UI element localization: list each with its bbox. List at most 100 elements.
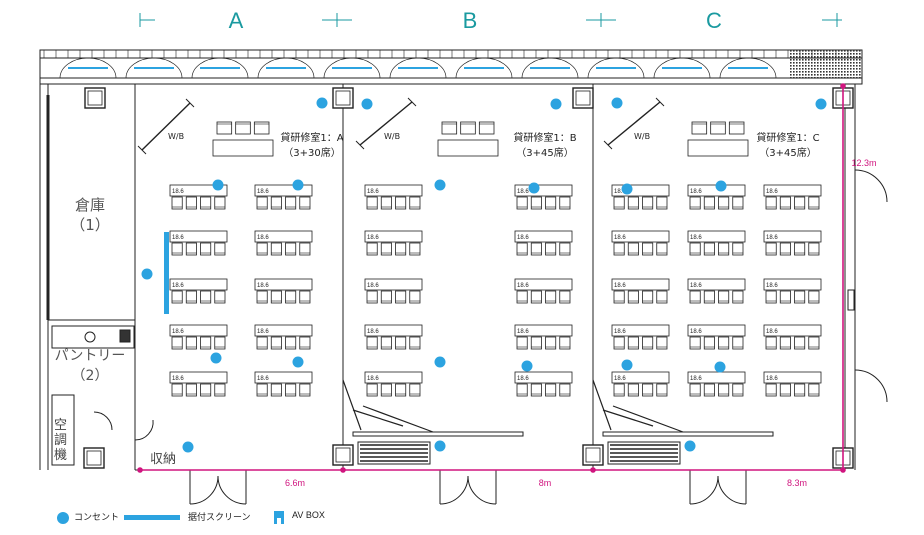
hatch-dot (832, 71, 834, 73)
desk-code: 18.6 (367, 376, 379, 382)
hatch-dot (790, 65, 792, 67)
desk-code: 18.6 (690, 283, 702, 289)
chair (559, 196, 571, 210)
hatch-dot (856, 74, 858, 76)
room-a-label: 貸研修室1：A（3+30席） (280, 133, 344, 159)
hatch-dot (841, 68, 843, 70)
chair (171, 290, 183, 304)
structural-column (84, 87, 106, 109)
hatch-dot (808, 68, 810, 70)
hatch-dot (832, 50, 834, 52)
chair (656, 383, 668, 397)
desk (254, 184, 313, 197)
desk (364, 184, 423, 197)
chair (530, 336, 542, 350)
hatch-dot (820, 71, 822, 73)
chair (545, 336, 557, 350)
dimension-depth: 12.3m (851, 158, 877, 168)
chair (703, 336, 715, 350)
chair (559, 290, 571, 304)
hatch-dot (802, 62, 804, 64)
hatch-dot (829, 77, 831, 79)
hatch-dot (808, 77, 810, 79)
chair (689, 290, 701, 304)
chair (171, 196, 183, 210)
hatch-dot (835, 59, 837, 61)
chair (703, 242, 715, 256)
desk-code: 18.6 (367, 189, 379, 195)
folding-panel (352, 409, 404, 427)
chair (559, 242, 571, 256)
hatch-dot (838, 68, 840, 70)
hatch-dot (817, 50, 819, 52)
outlet-marker (316, 97, 328, 109)
chair (779, 336, 791, 350)
chair (200, 242, 212, 256)
hatch-dot (838, 59, 840, 61)
hatch-dot (814, 74, 816, 76)
chair (627, 290, 639, 304)
hatch-dot (808, 59, 810, 61)
hatch-dot (829, 68, 831, 70)
column-inner (87, 90, 103, 106)
hatch-dot (832, 65, 834, 67)
desk-code: 18.6 (172, 329, 184, 335)
hatch-dot (853, 56, 855, 58)
dimension-a: 6.6m (284, 478, 306, 488)
hatch-dot (796, 71, 798, 73)
outlet-marker (434, 440, 446, 452)
chair (478, 121, 495, 135)
chair (779, 383, 791, 397)
chair (656, 336, 668, 350)
hatch-dot (802, 74, 804, 76)
hatch-dot (829, 56, 831, 58)
fixed-screen (164, 232, 169, 314)
chair (718, 242, 730, 256)
hatch-dot (811, 53, 813, 55)
hatch-dot (814, 77, 816, 79)
desk-code: 18.6 (690, 235, 702, 241)
chair (185, 196, 197, 210)
aircon-label: 空調機 (54, 418, 68, 463)
hatch-dot (826, 56, 828, 58)
chair (627, 196, 639, 210)
desk-code: 18.6 (367, 329, 379, 335)
hatch-dot (808, 62, 810, 64)
chair (808, 290, 820, 304)
chair (703, 290, 715, 304)
hatch-dot (844, 62, 846, 64)
chair (732, 336, 744, 350)
hatch-dot (847, 50, 849, 52)
hatch-dot (817, 71, 819, 73)
hatch-dot (805, 68, 807, 70)
pantry-counter (51, 325, 135, 349)
hatch-dot (853, 68, 855, 70)
chair (516, 290, 528, 304)
hatch-dot (859, 77, 861, 79)
door-swing (217, 475, 247, 505)
desk-code: 18.6 (690, 189, 702, 195)
chair (794, 336, 806, 350)
hatch-dot (793, 65, 795, 67)
section-label-b: B (462, 8, 478, 33)
desk (763, 278, 822, 291)
hatch-dot (859, 71, 861, 73)
hatch-dot (799, 68, 801, 70)
hatch-dot (826, 59, 828, 61)
hatch-dot (799, 62, 801, 64)
chair (200, 336, 212, 350)
dimension-tick (590, 467, 596, 473)
hatch-dot (832, 74, 834, 76)
hatch-dot (805, 62, 807, 64)
hatch-dot (823, 56, 825, 58)
outlet-marker (528, 182, 540, 194)
desk-code: 18.6 (172, 283, 184, 289)
hatch-dot (796, 50, 798, 52)
hatch-dot (793, 68, 795, 70)
chair (642, 290, 654, 304)
folding-panel (612, 405, 684, 433)
hatch-dot (820, 68, 822, 70)
chair (299, 383, 311, 397)
whiteboard-end (655, 97, 665, 107)
chair (765, 196, 777, 210)
